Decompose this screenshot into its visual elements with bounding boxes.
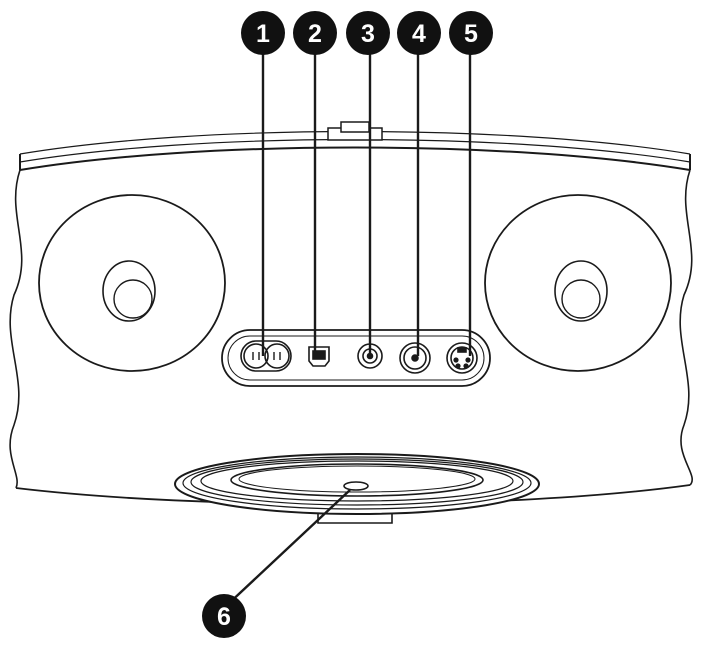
callout-3: 3 [346,11,390,55]
callout-2-label: 2 [308,20,322,48]
callout-5: 5 [449,11,493,55]
leader-lines [224,50,472,608]
left-speaker-grille [38,194,226,372]
callout-3-label: 3 [361,20,375,48]
leader-line-6 [224,489,351,608]
connector-panel [221,329,491,387]
callout-1: 1 [241,11,285,55]
top-tab [327,121,383,141]
callout-2: 2 [293,11,337,55]
callout-1-label: 1 [256,20,270,48]
callout-6-label: 6 [217,603,231,631]
composite-video-port [399,342,431,374]
right-speaker-grille [484,194,672,372]
usb-port [308,346,330,367]
callout-6: 6 [202,594,246,638]
callout-4: 4 [397,11,441,55]
callout-4-label: 4 [412,20,426,48]
dual-power-connector [240,340,292,372]
callout-5-label: 5 [464,20,478,48]
dock-connector [174,453,540,524]
cutaway-sides [9,169,693,489]
s-video-port [446,342,478,374]
